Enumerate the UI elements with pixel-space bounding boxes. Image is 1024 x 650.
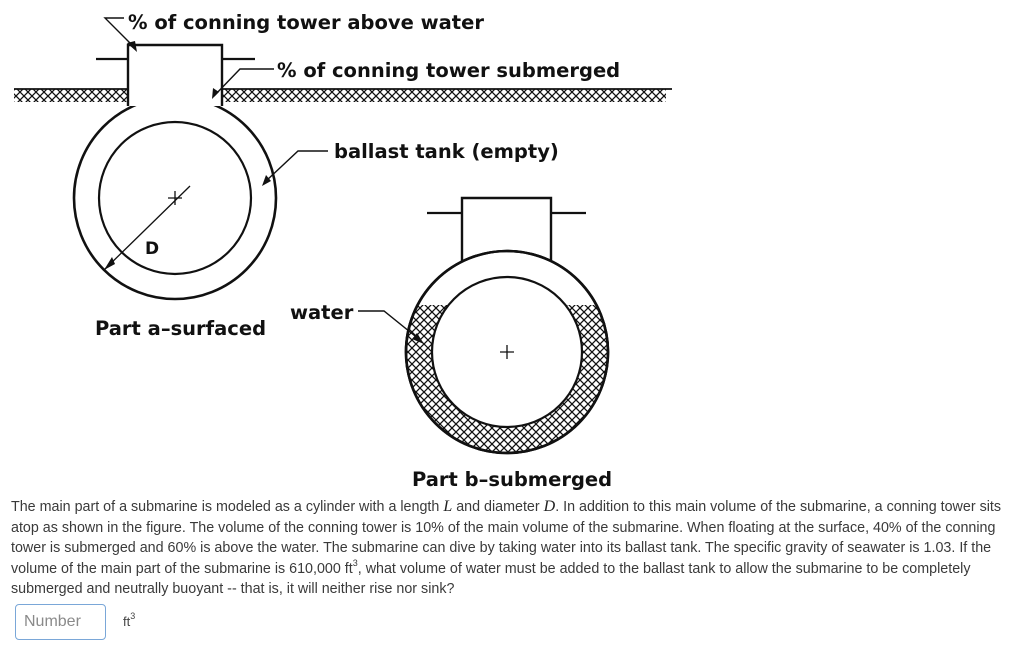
diameter-line [103, 185, 191, 271]
label-part-b: Part b–submerged [412, 468, 612, 491]
hull-inner-circle [97, 120, 253, 276]
arrow-tower-above-icon [127, 41, 137, 52]
arrow-water-icon [412, 333, 424, 344]
leader-ballast [265, 150, 328, 182]
part-a-diagram [14, 17, 672, 301]
conning-tower [126, 43, 224, 106]
center-mark-a [168, 191, 182, 205]
sea-surface-hatch-left [14, 89, 128, 102]
submarine-figure: % of conning tower above water % of conn… [14, 11, 672, 491]
leader-tower-above [103, 17, 136, 49]
answer-row: ft3 [15, 604, 135, 640]
problem-text-1: The main part of a submarine is modeled … [11, 499, 444, 515]
problem-text-3: . In addition to this main volume of the… [11, 499, 1002, 577]
answer-number-input[interactable] [15, 604, 106, 640]
variable-l: L [443, 498, 453, 515]
hull-outer-outline-b [404, 249, 610, 455]
unit-text: ft [123, 613, 131, 629]
leader-tower-submerged [213, 68, 274, 97]
hull-inner-circle-b [430, 275, 584, 429]
ballast-water-fill [406, 305, 608, 453]
problem-statement: The main part of a submarine is modeled … [11, 497, 1016, 600]
label-diameter: D [145, 239, 159, 259]
label-ballast-tank: ballast tank (empty) [334, 140, 559, 163]
problem-text-4: , what volume of water must be added to … [11, 560, 971, 598]
volume-exponent: 3 [352, 557, 358, 568]
label-tower-above: % of conning tower above water [128, 11, 484, 34]
variable-d: D [543, 498, 556, 515]
label-part-a: Part a–surfaced [95, 317, 266, 340]
leader-water [358, 310, 421, 341]
part-b-diagram [358, 196, 610, 455]
arrow-tower-submerged-icon [212, 88, 219, 99]
sea-surface-hatch-right [222, 89, 666, 102]
center-mark-b [500, 345, 514, 359]
answer-unit-label: ft3 [123, 611, 136, 629]
label-tower-submerged: % of conning tower submerged [277, 59, 620, 82]
diameter-arrow-icon [104, 257, 115, 270]
problem-text-2: and diameter [452, 499, 544, 515]
unit-exponent: 3 [130, 611, 136, 622]
arrow-ballast-icon [262, 175, 271, 186]
conning-tower-b [460, 196, 553, 265]
label-water: water [290, 301, 354, 324]
